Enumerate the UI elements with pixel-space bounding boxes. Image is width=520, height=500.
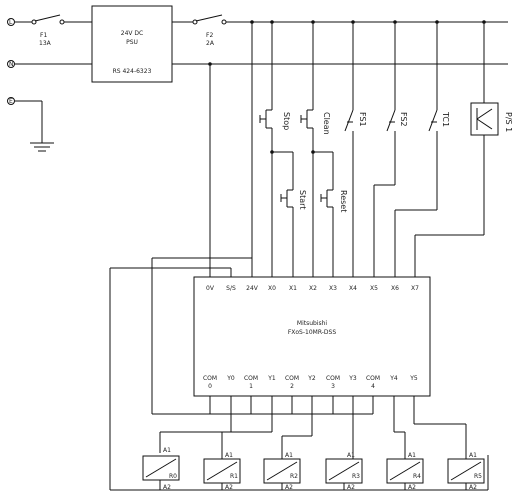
supply-terminal-n: N [7,60,15,68]
supply-terminal-l: L [7,18,15,26]
switch-fs1: FS1 [344,20,367,277]
terminal-y1: Y1 [267,375,276,382]
terminal-com0: COM [203,375,217,382]
r4-name: R4 [413,473,421,480]
terminal-com3: COM [326,375,340,382]
start-label: Start [298,190,307,210]
terminal-y0: Y0 [226,375,235,382]
clean-label: Clean [322,112,331,135]
r4-a1: A1 [408,452,416,459]
plc-box: Mitsubishi FXoS-10MR-DSS [193,276,431,397]
plc-maker: Mitsubishi [297,320,328,327]
r0-a2: A2 [163,484,171,491]
relay-r3: A1 R3 A2 [325,396,363,491]
pushbutton-start: Start [270,150,307,277]
terminal-com4: COM [366,375,380,382]
relay-r4: A1 R4 A2 [386,396,424,491]
terminal-y5: Y5 [409,375,418,382]
r1-a1: A1 [225,452,233,459]
r4-a2: A2 [408,484,416,491]
r3-name: R3 [352,473,360,480]
psu-part-number: RS 424-6323 [113,68,152,75]
terminal-24v: 24V [246,285,259,292]
terminal-x4: X4 [349,285,357,292]
terminal-x1: X1 [289,285,297,292]
terminal-e-label: E [9,98,13,105]
terminal-y3: Y3 [348,375,357,382]
fuse-f1-name: F1 [40,32,47,39]
r1-name: R1 [230,473,238,480]
terminal-x3: X3 [329,285,337,292]
r2-a2: A2 [285,484,293,491]
terminal-com2-index: 2 [290,383,294,390]
live-rail [15,14,508,25]
terminal-n-label: N [9,61,14,68]
r3-a2: A2 [347,484,355,491]
terminal-y4: Y4 [389,375,398,382]
fuse-f2-name: F2 [206,32,213,39]
wire-0v [208,62,212,277]
tc1-label: TC1 [441,111,450,127]
pressure-switch-ps1: P/S 1 [414,20,513,277]
terminal-com0-index: 0 [208,383,212,390]
terminal-x2: X2 [309,285,317,292]
wire-24v [250,20,254,277]
r1-a2: A2 [225,484,233,491]
ps1-label: P/S 1 [504,112,513,132]
terminal-ss: S/S [226,285,236,292]
switch-tc1: TC1 [394,20,450,277]
terminal-com4-index: 4 [371,383,375,390]
plc-model: FXoS-10MR-DSS [288,329,337,336]
fuse-f2: F2 2A [206,32,215,47]
fs2-label: FS2 [399,112,408,127]
terminal-0v: 0V [206,285,215,292]
relay-r0: A1 R0 A2 [142,396,232,491]
psu-line1: 24V DC [121,30,143,37]
terminal-x7: X7 [411,285,419,292]
terminal-com3-index: 3 [331,383,335,390]
pushbutton-clean: Clean [300,20,331,277]
plc-output-terminals: COM 0 Y0 COM 1 Y1 COM 2 Y2 COM 3 Y3 COM … [203,375,418,390]
terminal-x5: X5 [370,285,378,292]
fuse-f1: F1 13A [39,32,52,47]
pushbutton-reset: Reset [311,150,348,277]
r5-a1: A1 [469,452,477,459]
relay-r5: A1 R5 A2 [413,396,485,491]
terminal-l-label: L [9,19,13,26]
plc-input-terminals: 0V S/S 24V X0 X1 X2 X3 X4 X5 X6 X7 [206,285,419,292]
terminal-y2: Y2 [307,375,316,382]
supply-terminal-e: E [7,97,15,105]
terminal-com2: COM [285,375,299,382]
r3-a1: A1 [347,452,355,459]
reset-label: Reset [339,190,348,212]
r2-name: R2 [290,473,298,480]
r0-name: R0 [169,473,177,480]
earth-symbol [15,100,54,152]
com-supply-wiring [109,257,488,491]
relay-r2: A1 R2 A2 [263,396,313,491]
pushbutton-stop: Stop [259,20,291,277]
terminal-x0: X0 [268,285,276,292]
terminal-com1-index: 1 [249,383,253,390]
switch-fs2: FS2 [373,20,408,277]
fs1-label: FS1 [358,112,367,127]
fuse-f1-rating: 13A [39,40,52,47]
terminal-com1: COM [244,375,258,382]
fuse-f2-rating: 2A [206,40,215,47]
r2-a1: A1 [285,452,293,459]
psu-line2: PSU [126,39,138,46]
r0-a1: A1 [163,447,171,454]
terminal-x6: X6 [391,285,399,292]
stop-label: Stop [282,112,291,130]
r5-a2: A2 [469,484,477,491]
relay-r1: A1 R1 A2 [203,396,273,491]
psu-box: 24V DC PSU RS 424-6323 [91,5,173,83]
r5-name: R5 [474,473,482,480]
